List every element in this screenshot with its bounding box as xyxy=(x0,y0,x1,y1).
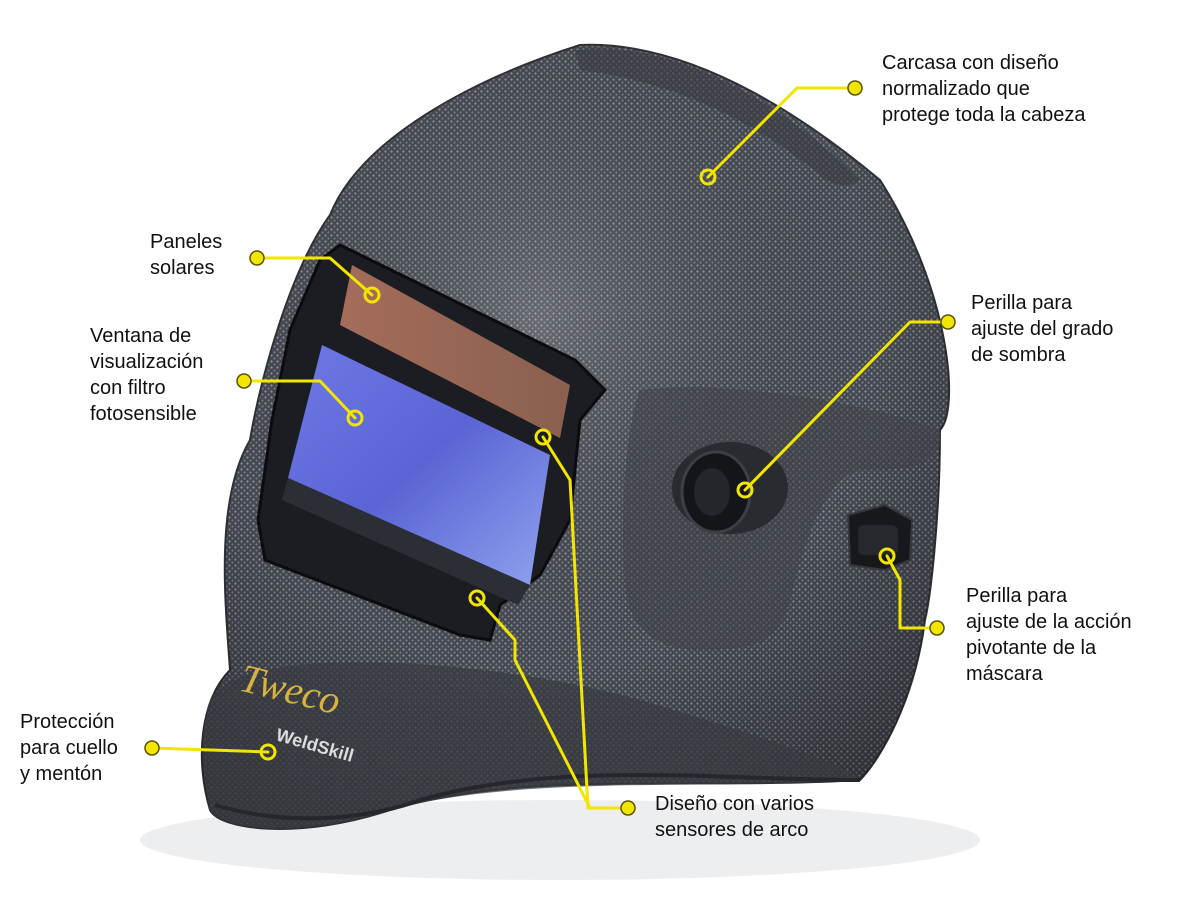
callout-shell-line-1: Carcasa con diseño xyxy=(882,52,1059,74)
callout-neck-line-1: Protección xyxy=(20,711,115,733)
callout-pivot-line-1: Perilla para xyxy=(966,585,1068,607)
callout-neck-line-2: para cuello xyxy=(20,737,118,759)
callout-shade: Perilla para ajuste del grado de sombra xyxy=(971,290,1113,368)
leader-line-solar xyxy=(255,256,374,297)
callout-sensors: Diseño con varios sensores de arco xyxy=(655,791,814,843)
chin-guard-edge xyxy=(214,773,861,821)
callout-pivot: Perilla para ajuste de la acción pivotan… xyxy=(966,583,1132,687)
callout-window-line-1: Ventana de xyxy=(90,325,192,347)
callout-shade-line-2: ajuste del grado xyxy=(971,318,1114,340)
callout-dot-neck xyxy=(259,743,277,761)
callout-solar: Paneles solares xyxy=(150,229,222,281)
leader-line-sensor-b xyxy=(475,596,630,810)
callout-solar-line-1: Paneles xyxy=(150,231,223,253)
leader-line-window xyxy=(242,379,357,420)
callout-shade-line-1: Perilla para xyxy=(971,292,1073,314)
shade-knob-cap xyxy=(694,468,730,516)
leader-line-pivot xyxy=(885,554,939,630)
callout-dot-pivot xyxy=(878,547,896,565)
callout-window-line-2: visualización xyxy=(90,351,204,373)
solar-panel xyxy=(340,265,570,438)
callout-dot-sensors-text xyxy=(620,800,636,816)
pivot-knob-ridge xyxy=(858,525,898,555)
callout-dot-shell xyxy=(699,168,717,186)
leader-line-neck xyxy=(150,746,270,754)
callout-window-line-4: fotosensible xyxy=(90,403,197,425)
leader-line-shell xyxy=(706,86,857,179)
chin-guard xyxy=(202,662,860,829)
callout-dot-shade-text xyxy=(940,314,956,330)
callout-dot-shade xyxy=(736,481,754,499)
callout-sensors-line-2: sensores de arco xyxy=(655,819,809,841)
callout-dot-shell-text xyxy=(847,80,863,96)
callout-dot-neck-text xyxy=(144,740,160,756)
callout-pivot-line-2: ajuste de la acción xyxy=(966,611,1132,633)
callout-dot-window xyxy=(346,409,364,427)
callout-dot-solar-text xyxy=(249,250,265,266)
callout-dot-solar xyxy=(363,286,381,304)
callout-pivot-line-4: máscara xyxy=(966,663,1043,685)
callout-dot-sensor-b xyxy=(468,589,486,607)
callout-dot-pivot-text xyxy=(929,620,945,636)
callout-shell-line-3: protege toda la cabeza xyxy=(882,104,1086,126)
top-ridge xyxy=(575,48,860,186)
callout-dot-sensor-a xyxy=(534,428,552,446)
window-lower-frame xyxy=(282,478,530,605)
callout-pivot-line-3: pivotante de la xyxy=(966,637,1097,659)
callout-shell-line-2: normalizado que xyxy=(882,78,1030,100)
callout-dot-window-text xyxy=(236,373,252,389)
callout-neck: Protección para cuello y mentón xyxy=(20,709,118,787)
callout-sensors-line-1: Diseño con varios xyxy=(655,793,814,815)
callout-shade-line-3: de sombra xyxy=(971,344,1066,366)
viewing-window xyxy=(288,345,550,585)
callout-neck-line-3: y mentón xyxy=(20,763,103,785)
callout-shell: Carcasa con diseño normalizado que prote… xyxy=(882,50,1086,128)
callout-window: Ventana de visualización con filtro foto… xyxy=(90,323,203,427)
callout-window-line-3: con filtro xyxy=(90,377,166,399)
callout-solar-line-2: solares xyxy=(150,257,215,279)
leader-line-shade xyxy=(743,320,950,492)
